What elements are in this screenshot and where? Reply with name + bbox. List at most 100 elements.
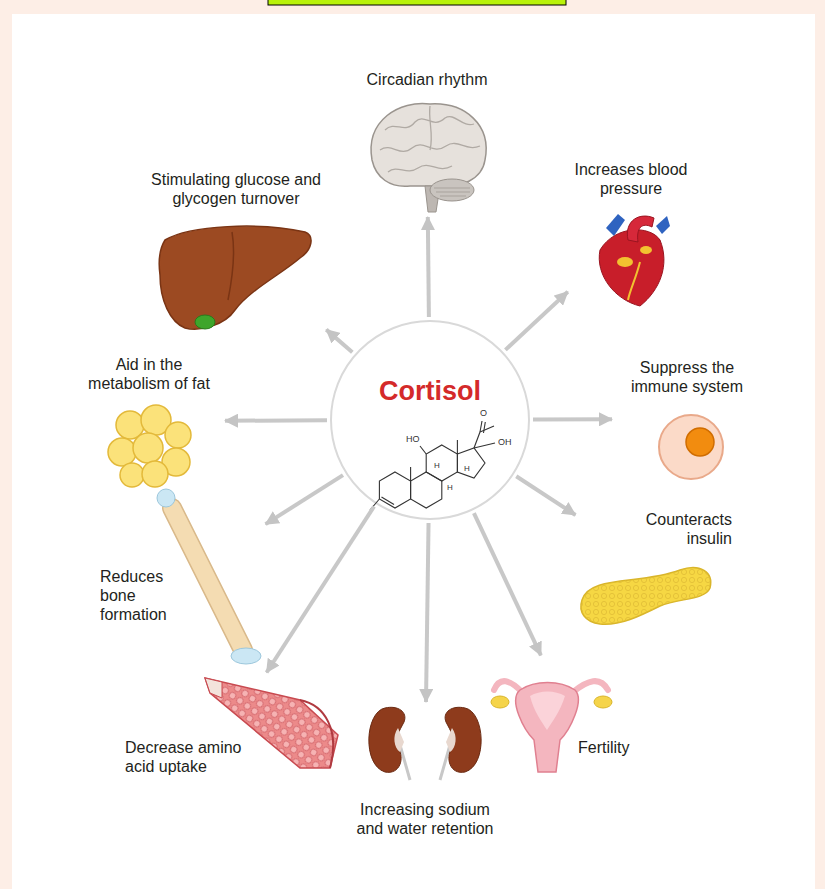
uterus-cavity (530, 692, 565, 731)
ureter (400, 745, 410, 780)
bond (480, 426, 494, 432)
brain (371, 103, 486, 212)
ovary (594, 696, 612, 708)
kidney (445, 707, 481, 772)
pancreas-lobes (581, 568, 711, 625)
effect-label: Counteracts insulin (632, 510, 732, 548)
effect-label: Fertility (578, 738, 648, 757)
effect-node: Counteracts insulin (578, 508, 734, 627)
liver-lobe-line (228, 232, 234, 300)
effect-arrow (533, 417, 612, 421)
fat-cell (120, 463, 144, 487)
atom-label: H (434, 462, 440, 470)
atom-label: H (464, 465, 470, 473)
cell (659, 415, 723, 479)
cerebellum-folds (434, 188, 470, 196)
effect-node: Stimulating glucose and glycogen turnove… (148, 168, 324, 334)
effect-label: Suppress the immune system (617, 358, 757, 396)
effect-arrow (267, 506, 374, 672)
liver-body (159, 226, 311, 329)
panel (12, 14, 815, 889)
ureter (440, 745, 450, 780)
uterus (491, 681, 612, 772)
fat-cells (108, 405, 191, 487)
fat-spot (640, 246, 652, 254)
effect-arrow (505, 292, 567, 350)
liver (159, 226, 311, 329)
effect-arrow (426, 523, 429, 702)
bone-edge (172, 508, 243, 650)
effect-node: Suppress the immune system (615, 356, 759, 482)
immune-cell (659, 415, 723, 479)
effect-arrow (225, 418, 327, 422)
fat-cell (165, 422, 191, 448)
ring-b (411, 472, 442, 508)
heart (599, 214, 670, 306)
cerebellum (430, 179, 474, 201)
double-bond (382, 497, 395, 505)
pancreas-body (581, 568, 711, 625)
hydroxyl-bond (420, 446, 426, 454)
effect-label: Aid in the metabolism of fat (78, 355, 220, 393)
methyl-bond (410, 467, 411, 481)
effect-arrow (266, 475, 343, 524)
atom-label: OH (498, 438, 512, 447)
effect-label: Decrease amino acid uptake (125, 738, 265, 776)
bone-condyle (231, 648, 261, 664)
atom-label: H (447, 484, 453, 492)
ring-c (426, 445, 457, 481)
effect-label: Circadian rhythm (347, 70, 507, 89)
hormone-name: Cortisol (330, 378, 530, 405)
carbonyl-bond (484, 422, 486, 433)
tube (494, 681, 522, 692)
effect-arrow (516, 476, 575, 515)
gyri (380, 106, 480, 172)
effect-node: Decrease amino acid uptake (123, 675, 340, 778)
brain-outline (371, 103, 486, 186)
renal-pelvis (446, 728, 456, 752)
effect-label: Increases blood pressure (572, 160, 690, 198)
effect-node: Increasing sodium and water retention (343, 705, 507, 840)
ovary (491, 696, 509, 708)
cortisol-molecule (370, 421, 495, 510)
atom-label: O (480, 409, 487, 418)
fat-cell (108, 438, 136, 466)
uterus-body (516, 683, 579, 773)
effect-node: Circadian rhythm (345, 68, 509, 214)
effect-label: Reduces bone formation (100, 567, 182, 625)
bone-shaft (172, 508, 243, 650)
methyl-bond (457, 440, 458, 454)
aorta (627, 216, 654, 242)
gallbladder (195, 315, 215, 329)
effect-node: Increases blood pressure (570, 158, 692, 308)
tendon (205, 678, 222, 698)
effect-node: Aid in the metabolism of fat (76, 353, 222, 489)
bone (157, 489, 261, 664)
effect-label: Increasing sodium and water retention (345, 800, 505, 838)
effect-arrow (474, 513, 541, 655)
fat-spot (617, 257, 633, 267)
muscle-cut (300, 700, 333, 768)
tube (573, 681, 608, 692)
bone-head (157, 489, 175, 507)
renal-pelvis (394, 728, 404, 752)
fat-cell (133, 433, 163, 463)
bond (474, 432, 480, 448)
hydroxyl-bond (474, 443, 495, 448)
fat-cell (142, 461, 168, 487)
effect-arrow (326, 330, 352, 353)
kidney (369, 707, 405, 772)
coronary (628, 262, 640, 300)
center-circle (331, 321, 529, 519)
hormone-circle: Cortisol (330, 320, 530, 520)
kidneys (369, 707, 481, 780)
effect-arrow (428, 217, 429, 317)
ring-a (379, 472, 410, 508)
carbonyl-bond (480, 421, 482, 432)
ring-d (457, 448, 485, 478)
pancreas (581, 568, 711, 625)
top-bar (268, 0, 566, 5)
